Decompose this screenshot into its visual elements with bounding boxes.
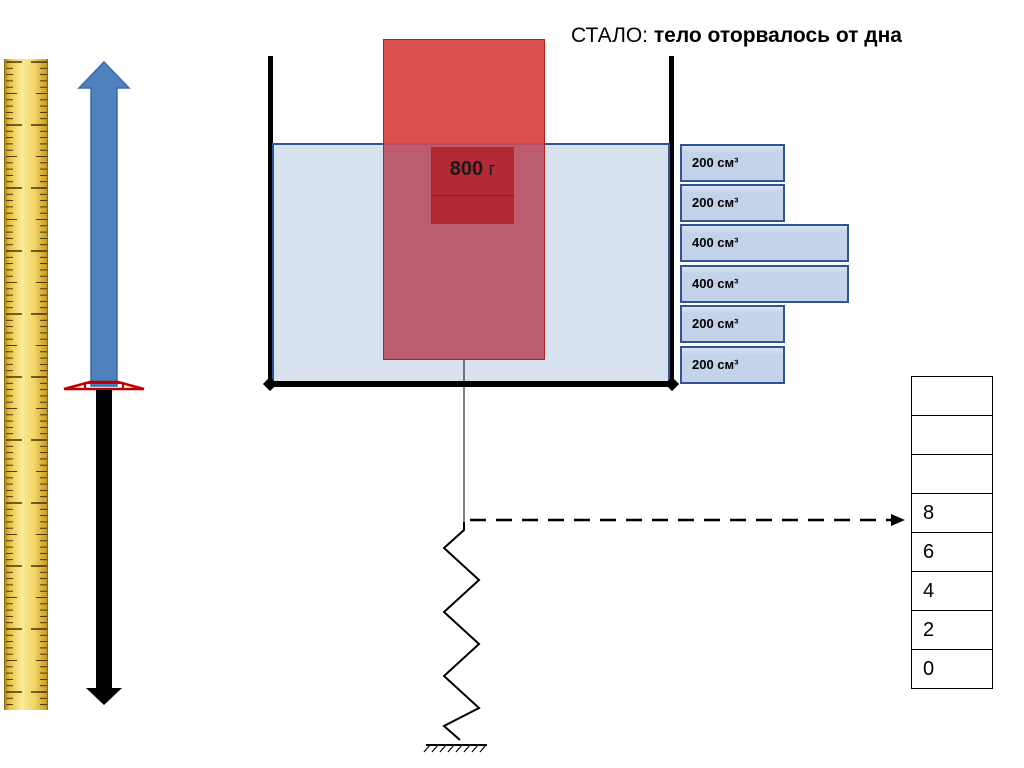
weight-unit: г <box>488 159 496 179</box>
spring <box>442 522 481 741</box>
scale-cell: 2 <box>911 610 993 650</box>
weight-stripe <box>431 195 514 196</box>
gravity-force-shaft <box>96 390 112 690</box>
spring-mount-hatching <box>423 744 487 753</box>
scale-pointer-arrowhead <box>891 514 905 526</box>
scale-row: 6 <box>911 532 993 572</box>
scale-cell: 4 <box>911 571 993 611</box>
scale-cell: 0 <box>911 649 993 689</box>
scale-row <box>911 415 993 455</box>
scale-cell <box>911 415 993 455</box>
weight-block <box>431 147 514 224</box>
scale-cell <box>911 376 993 416</box>
volume-block: 200 см³ <box>680 346 785 384</box>
volume-block: 200 см³ <box>680 184 785 222</box>
scale-cell: 6 <box>911 532 993 572</box>
level-marker-box <box>84 382 124 390</box>
scale-row <box>911 454 993 494</box>
gravity-force-arrowhead <box>86 688 122 705</box>
status-caption: СТАЛО: тело оторвалось от дна <box>571 24 902 48</box>
beaker-left-wall <box>268 56 273 386</box>
volume-block: 200 см³ <box>680 144 785 182</box>
scale-cell: 8 <box>911 493 993 533</box>
floating-body-above-water <box>383 39 545 145</box>
measuring-ruler <box>4 59 48 710</box>
buoyant-force-arrow <box>77 60 131 387</box>
caption-prefix: СТАЛО: <box>571 24 654 47</box>
scale-row: 8 <box>911 493 993 533</box>
ruler-ticks <box>6 61 47 706</box>
beaker-bottom <box>268 381 674 387</box>
volume-block: 400 см³ <box>680 265 849 303</box>
scale-row: 4 <box>911 571 993 611</box>
scale-cell <box>911 454 993 494</box>
scale-row <box>911 376 993 416</box>
weight-value: 800 <box>449 158 484 180</box>
caption-state: тело оторвалось от дна <box>653 24 902 47</box>
scale-row: 0 <box>911 649 993 689</box>
beaker-right-wall <box>669 56 674 386</box>
volume-block: 400 см³ <box>680 224 849 262</box>
volume-block: 200 см³ <box>680 305 785 343</box>
weight-label: 800 г <box>431 158 514 181</box>
spring-scale-table: 8 6 4 2 0 <box>911 376 993 689</box>
scale-row: 2 <box>911 610 993 650</box>
